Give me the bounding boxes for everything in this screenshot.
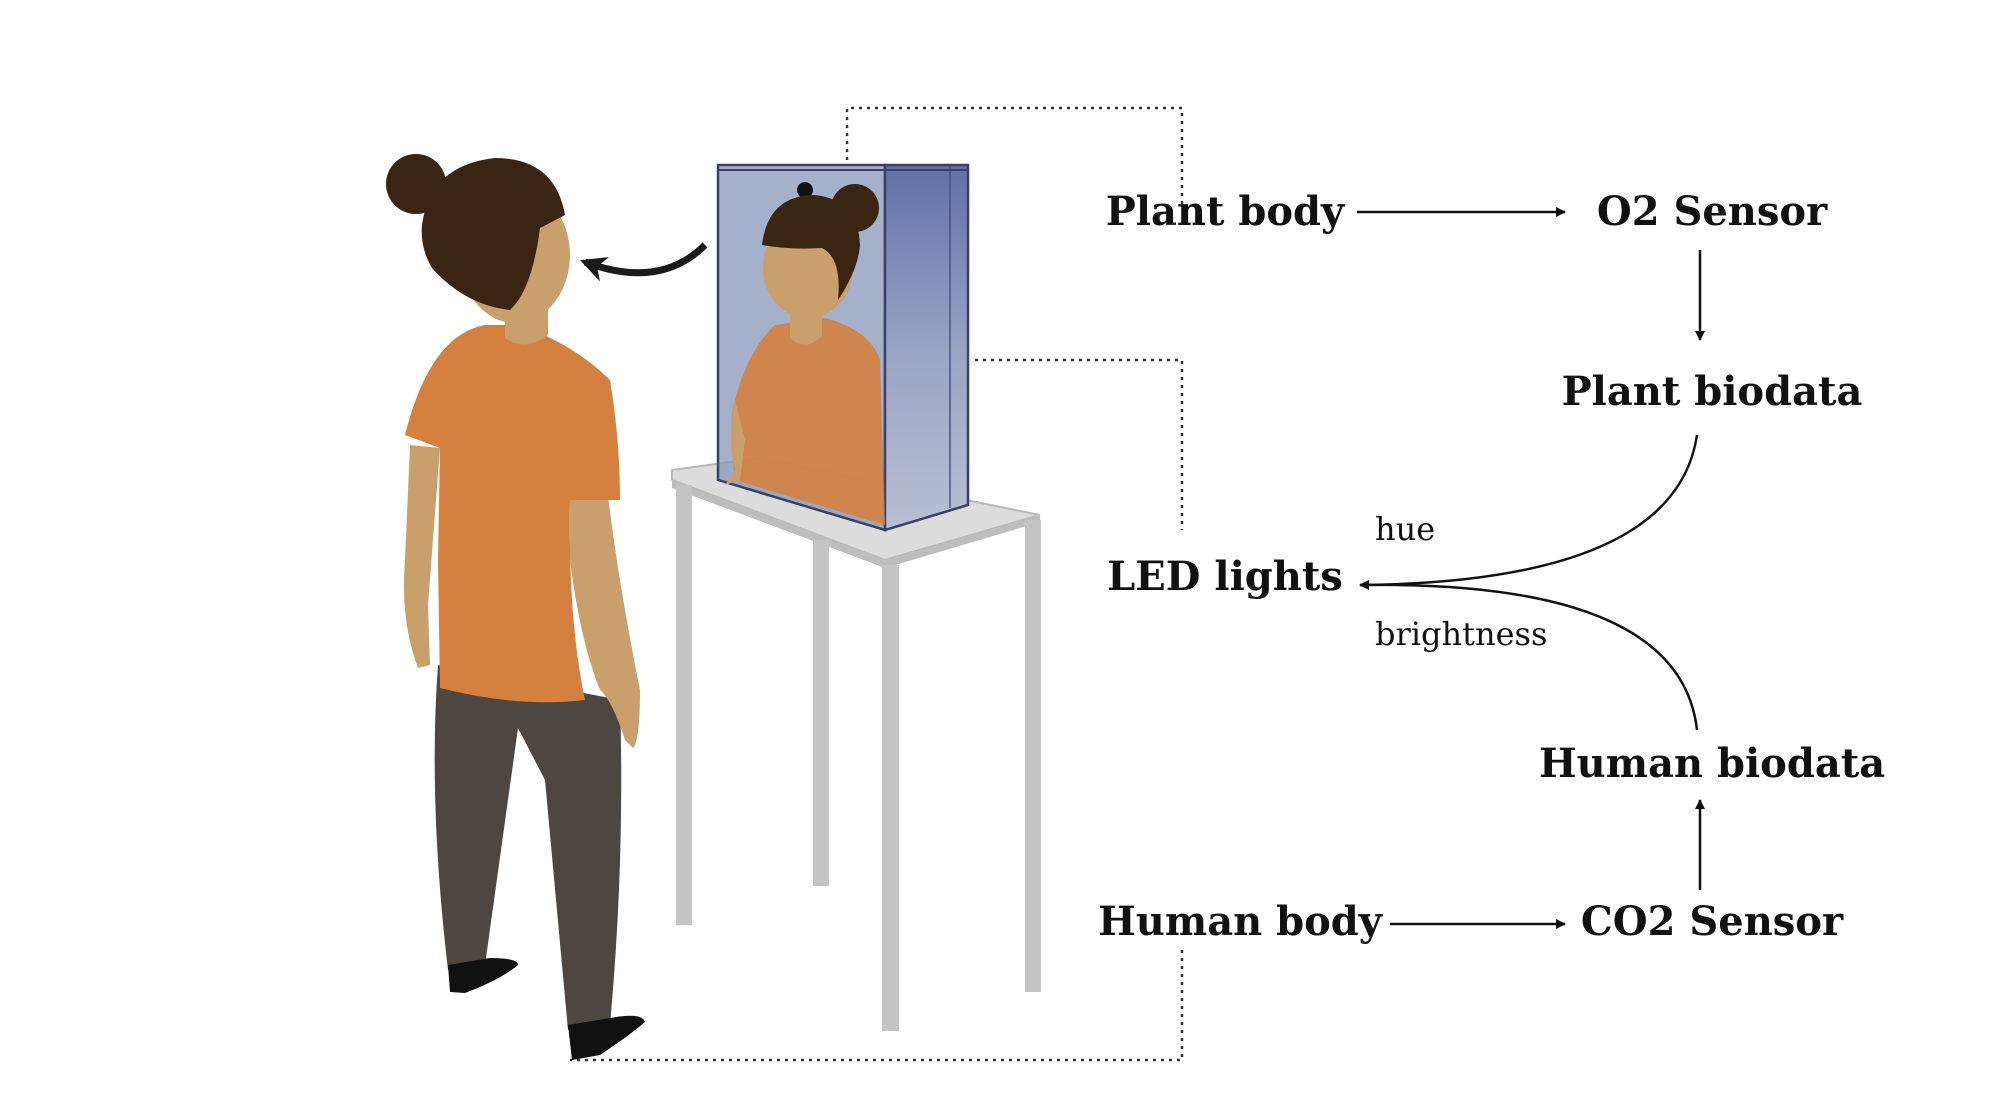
node-co2-sensor: CO2 Sensor	[1581, 898, 1844, 945]
connector-plant-body	[845, 106, 1184, 205]
node-plant-biodata: Plant biodata	[1562, 368, 1863, 415]
table-leg-back-mid	[813, 540, 829, 886]
reflection-figure	[725, 184, 885, 525]
node-o2-sensor: O2 Sensor	[1597, 188, 1828, 235]
table-top-edge	[672, 480, 1040, 568]
person-hair-bun	[386, 154, 446, 214]
edge-label-brightness: brightness	[1375, 615, 1547, 653]
person-arm-right	[570, 495, 640, 748]
table-leg-right	[1025, 520, 1041, 992]
connector-chamber-led	[975, 358, 1184, 530]
person-arm-left	[403, 445, 440, 668]
chamber-side-glass	[883, 163, 970, 532]
flow-arrows	[1357, 207, 1705, 929]
arrow-human-biodata-to-led-lights	[1359, 583, 1699, 731]
edge-labels: hue brightness	[1375, 510, 1547, 653]
person-standing	[386, 154, 645, 1060]
table	[671, 456, 1041, 1031]
node-human-body: Human body	[1098, 898, 1384, 945]
chamber-sensor	[797, 182, 813, 198]
node-plant-body: Plant body	[1106, 188, 1346, 235]
person-shirt	[405, 325, 620, 703]
breath-arrow	[580, 242, 708, 282]
node-led-lights: LED lights	[1107, 553, 1343, 600]
edge-label-hue: hue	[1375, 510, 1435, 548]
table-leg-front-left	[676, 485, 692, 925]
table-leg-front-mid	[882, 565, 899, 1031]
person-hair	[421, 158, 565, 310]
connector-human-body	[570, 950, 1184, 1062]
person-pants	[434, 665, 622, 1030]
flow-nodes: Plant body O2 Sensor Plant biodata LED l…	[1098, 188, 1885, 945]
dotted-connectors	[570, 106, 1184, 1062]
person-shoe-left	[448, 958, 518, 993]
person-shoe-right	[568, 1015, 645, 1060]
arrow-plant-biodata-to-led-lights	[1359, 434, 1699, 590]
node-human-biodata: Human biodata	[1539, 740, 1885, 787]
